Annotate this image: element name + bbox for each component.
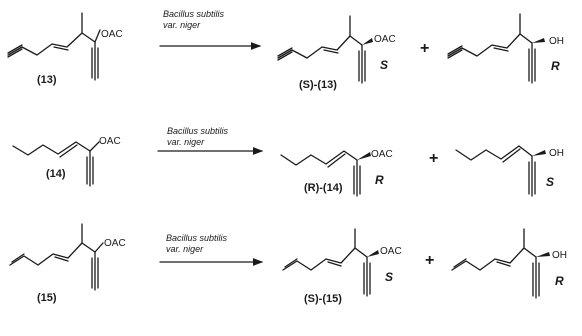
reaction-3-plus: +: [425, 252, 434, 269]
product-13r-hydroxyl: OH: [549, 36, 564, 47]
product-15s-acetate: OAC: [380, 246, 402, 257]
product-13s-label: (S)-(13): [299, 79, 337, 91]
reaction-1-condition-organism: Bacillus subtilis: [163, 9, 225, 19]
reaction-1-condition-variety: var. niger: [163, 20, 201, 30]
substrate-14-acetate: OAC: [99, 136, 121, 147]
substrate-14-label: (14): [46, 168, 66, 180]
product-14r-label: (R)-(14): [304, 182, 343, 194]
product-14s-alcohol-structure: [455, 145, 546, 197]
product-14r-config: R: [375, 173, 384, 187]
product-13r-config: R: [551, 59, 560, 73]
reaction-2-plus: +: [429, 150, 438, 167]
product-15r-alcohol-structure: [451, 228, 550, 299]
product-15r-hydroxyl: OH: [552, 250, 567, 261]
product-13s-structure: [277, 15, 373, 84]
product-14r-acetate: OAC: [371, 149, 393, 160]
substrate-15-structure: [9, 223, 104, 291]
product-13s-acetate: OAC: [374, 34, 396, 45]
product-13s-config: S: [380, 58, 388, 72]
product-15s-structure: [282, 228, 379, 297]
product-15s-config: S: [385, 270, 393, 284]
reaction-row-2: OAC (14) Bacillus subtilis var. niger OA…: [12, 126, 564, 197]
product-15s-label: (S)-(15): [304, 293, 342, 305]
product-15r-config: R: [555, 274, 564, 288]
reaction-2-condition-variety: var. niger: [167, 137, 205, 147]
product-13r-alcohol-structure: [447, 13, 545, 84]
substrate-14-structure: [12, 141, 100, 187]
substrate-13-acetate: OAC: [101, 29, 123, 40]
reaction-row-3: OAC (15) Bacillus subtilis var. niger OA…: [9, 223, 567, 305]
reaction-3-condition-organism: Bacillus subtilis: [166, 233, 228, 243]
substrate-13-structure: [7, 12, 101, 81]
reaction-2-condition-organism: Bacillus subtilis: [167, 126, 229, 136]
product-14s-config: S: [546, 175, 554, 189]
reaction-1-plus: +: [420, 40, 429, 57]
product-14r-structure: [280, 150, 371, 197]
product-14s-hydroxyl: OH: [549, 148, 564, 159]
reaction-row-1: OAC (13) Bacillus subtilis var. niger OA…: [7, 9, 564, 91]
reaction-3-condition-variety: var. niger: [166, 244, 204, 254]
substrate-15-label: (15): [37, 292, 57, 304]
substrate-13-label: (13): [37, 74, 57, 86]
substrate-15-acetate: OAC: [104, 238, 126, 249]
